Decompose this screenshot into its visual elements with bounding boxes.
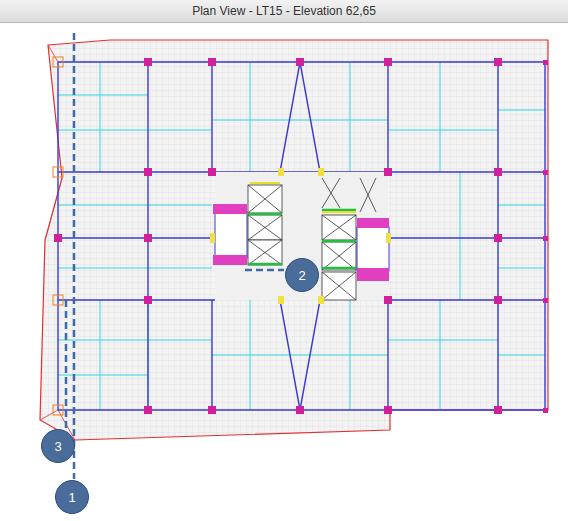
callout-circle: 2: [285, 258, 319, 292]
callout-circle: 1: [55, 480, 89, 514]
callout-circle: 3: [41, 429, 75, 463]
title-bar: Plan View - LT15 - Elevation 62,65: [0, 0, 568, 23]
callout-number: 2: [298, 268, 305, 283]
callout-number: 1: [68, 490, 75, 505]
view-title: Plan View - LT15 - Elevation 62,65: [0, 0, 568, 22]
callout-number: 3: [54, 439, 61, 454]
